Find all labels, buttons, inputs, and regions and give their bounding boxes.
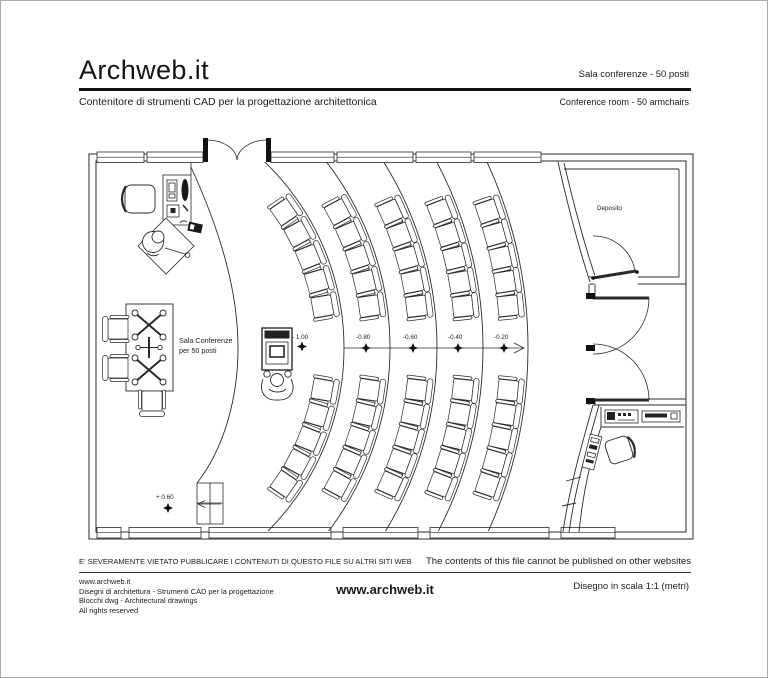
room-label-line1: Sala Conferenze — [179, 336, 233, 345]
storage-room — [557, 161, 686, 286]
warning-text-it: E' SEVERAMENTE VIETATO PUBBLICARE I CONT… — [79, 557, 412, 566]
level-label: - 1.00 — [292, 334, 309, 341]
meeting-chair — [102, 315, 130, 343]
reception-desk — [137, 162, 203, 275]
armchair — [472, 194, 506, 228]
entrance-double-door — [203, 138, 271, 163]
room-label-line2: per 50 posti — [179, 346, 217, 355]
armchair — [374, 467, 409, 502]
armchair — [321, 467, 357, 502]
stage-level-label: + 0.60 — [156, 494, 174, 501]
stage-stair — [196, 482, 224, 525]
footer-info-line: www.archweb.it — [79, 577, 131, 586]
speaker-figure — [261, 370, 294, 401]
armchair — [392, 242, 425, 275]
drawing-title-en: Conference room - 50 armchairs — [559, 97, 689, 107]
armchair — [384, 218, 418, 252]
armchair — [350, 398, 383, 430]
podium — [261, 327, 293, 371]
meeting-chair — [102, 354, 130, 382]
footer-rule — [79, 572, 691, 573]
conference-table — [125, 303, 174, 392]
storage-room-label: Deposito — [597, 205, 622, 212]
armchair — [267, 193, 304, 230]
hall-double-doors — [586, 284, 650, 405]
header-rule — [79, 88, 691, 91]
reception-chair — [120, 184, 156, 214]
conference-table-chairs — [102, 315, 166, 417]
drawing-title-it: Sala conferenze - 50 posti — [578, 69, 689, 80]
armchair — [486, 242, 519, 274]
level-axis: - 1.00 -0.80 -0.60 -0.40 -0.20 — [292, 334, 525, 354]
stage-edge — [190, 166, 239, 484]
armchair — [342, 241, 376, 274]
armchair — [424, 467, 459, 502]
stage-level-marker — [163, 503, 173, 513]
armchair — [472, 468, 506, 502]
footer-site-link[interactable]: www.archweb.it — [336, 582, 434, 597]
level-label: -0.40 — [448, 334, 463, 341]
archweb-logo: Archweb.it — [79, 55, 210, 85]
warning-text-en: The contents of this file cannot be publ… — [425, 556, 691, 567]
armchair — [445, 398, 477, 429]
level-label: -0.60 — [403, 334, 418, 341]
level-label: -0.20 — [494, 334, 509, 341]
footer-info-line: Blocchi dwg - Architectural drawings — [79, 596, 198, 605]
armchair — [281, 216, 317, 251]
footer-info-line: All rights reserved — [79, 605, 139, 615]
level-label: -0.80 — [356, 334, 371, 341]
armchair-rows — [267, 193, 525, 503]
armchair — [302, 265, 335, 298]
scale-note: Disegno in scala 1:1 (metri) — [573, 581, 689, 592]
copyright-warning: E' SEVERAMENTE VIETATO PUBBLICARE I CONT… — [79, 556, 691, 567]
armchair — [374, 194, 409, 229]
reception-person-figure — [142, 230, 191, 258]
armchair — [424, 194, 459, 229]
armchair — [321, 194, 357, 229]
armchair — [267, 466, 304, 503]
control-room-chair — [604, 435, 636, 465]
site-tagline: Contenitore di strumenti CAD per la prog… — [79, 96, 377, 108]
av-console — [604, 409, 681, 424]
footer-info-line: Disegni di architettura - Strumenti CAD … — [79, 586, 274, 596]
wall-windows — [96, 151, 616, 539]
meeting-chair — [138, 389, 166, 417]
equipment-rack — [581, 433, 603, 471]
control-room — [561, 398, 686, 533]
